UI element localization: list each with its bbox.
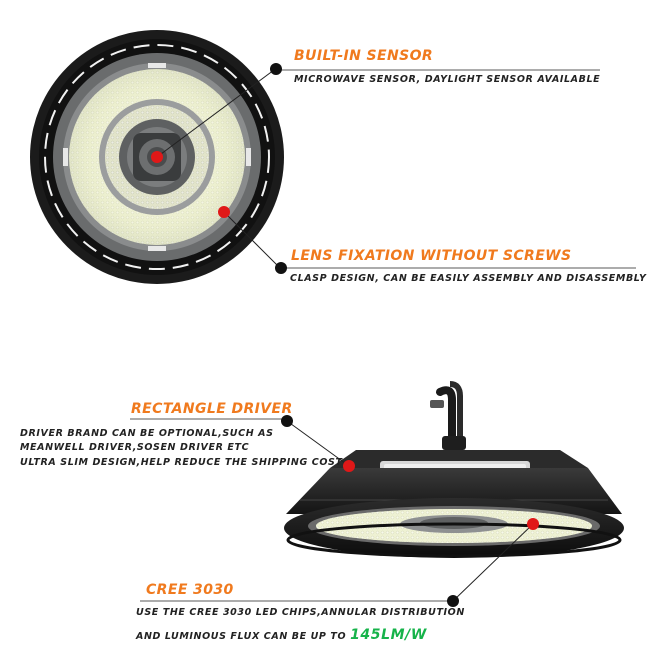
rectangle-driver-title: RECTANGLE DRIVER — [131, 401, 293, 417]
lens-fixation-desc: CLASP DESIGN, CAN BE EASILY ASSEMBLY AND… — [290, 273, 647, 284]
lens-callout-dot — [275, 262, 287, 274]
cree-3030-title: CREE 3030 — [146, 582, 234, 598]
luminous-flux-value: 145LM/W — [350, 627, 427, 643]
cree-3030-desc-line1: USE THE CREE 3030 LED CHIPS,ANNULAR DIST… — [136, 607, 465, 618]
cree-3030-desc-line2: AND LUMINOUS FLUX CAN BE UP TO 145LM/W — [136, 627, 427, 643]
sensor-marker — [151, 151, 163, 163]
ufo-light-side-view — [284, 381, 624, 558]
callout-builtin-sensor-line — [151, 63, 600, 163]
callout-lens-fixation-line — [218, 206, 636, 274]
callout-rectangle-driver-line — [130, 415, 355, 472]
driver-marker — [343, 460, 355, 472]
cree-callout-dot — [447, 595, 459, 607]
rectangle-driver-desc-line1: DRIVER BRAND CAN BE OPTIONAL,SUCH AS — [20, 428, 274, 439]
builtin-sensor-desc: MICROWAVE SENSOR, DAYLIGHT SENSOR AVAILA… — [294, 74, 601, 85]
cree-3030-desc-prefix: AND LUMINOUS FLUX CAN BE UP TO — [136, 631, 347, 642]
lens-fixation-title: LENS FIXATION WITHOUT SCREWS — [291, 248, 572, 264]
rectangle-driver-desc-line2: MEANWELL DRIVER,SOSEN DRIVER ETC — [20, 442, 250, 453]
rectangle-driver-desc-line3: ULTRA SLIM DESIGN,HELP REDUCE THE SHIPPI… — [20, 457, 343, 468]
driver-callout-dot — [281, 415, 293, 427]
lens-marker — [218, 206, 230, 218]
builtin-sensor-title: BUILT-IN SENSOR — [294, 48, 434, 64]
cree-marker — [527, 518, 539, 530]
sensor-callout-dot — [270, 63, 282, 75]
callout-cree-3030-line — [140, 518, 539, 607]
